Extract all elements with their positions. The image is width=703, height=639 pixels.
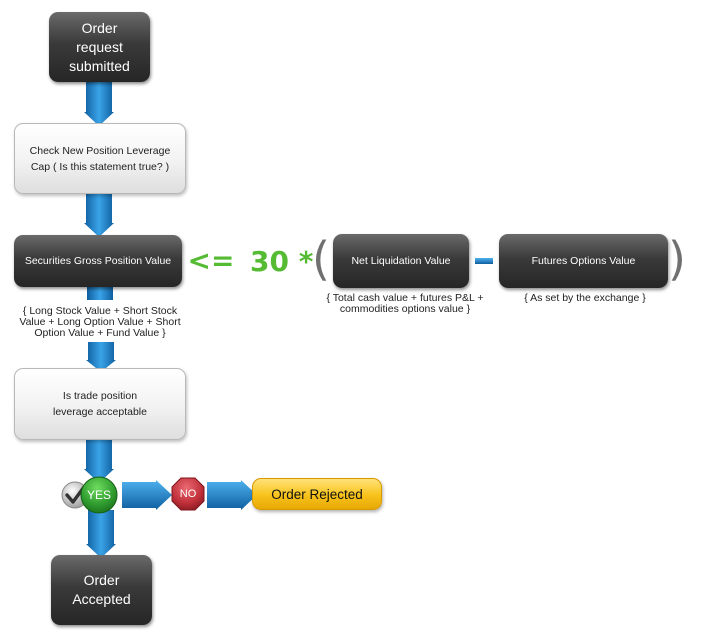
check-leverage-node: Check New Position Leverage Cap ( Is thi… — [14, 123, 186, 194]
minus-operator — [475, 258, 493, 264]
no-label: NO — [179, 488, 197, 500]
order-rejected-label: Order Rejected — [271, 486, 363, 502]
arrow-check-to-securities — [84, 191, 114, 237]
less-equal-operator: <= — [187, 244, 235, 277]
net-liquidation-label: Net Liquidation Value — [351, 255, 451, 267]
arrow-trade-to-yes — [84, 437, 114, 483]
trade-acceptable-label: Is trade position leverage acceptable — [53, 390, 147, 418]
open-paren: ( — [312, 232, 330, 286]
arrow-no-to-rejected — [207, 480, 257, 510]
connector-securities-stub — [87, 284, 113, 300]
futures-options-note: { As set by the exchange } — [524, 292, 646, 304]
yes-badge — [80, 476, 118, 514]
yes-label: YES — [86, 488, 111, 502]
securities-gross-node: Securities Gross Position Value — [14, 235, 182, 287]
order-accepted-label: Order Accepted — [72, 572, 131, 607]
trade-acceptable-node: Is trade position leverage acceptable — [14, 368, 186, 440]
order-rejected-node: Order Rejected — [252, 478, 382, 510]
order-request-label: Order request submitted — [69, 19, 130, 74]
multiplier-text: 30 * — [250, 245, 314, 278]
close-paren: ) — [668, 232, 686, 286]
order-request-node: Order request submitted — [49, 12, 150, 82]
order-accepted-node: Order Accepted — [51, 555, 152, 625]
arrow-submit-to-check — [84, 80, 114, 126]
check-leverage-label: Check New Position Leverage Cap ( Is thi… — [29, 144, 171, 173]
securities-gross-label: Securities Gross Position Value — [24, 255, 172, 267]
futures-options-label: Futures Options Value — [531, 255, 636, 267]
arrow-yes-to-no — [122, 480, 172, 510]
futures-options-node: Futures Options Value — [499, 234, 668, 288]
checkmark-icon — [61, 481, 89, 509]
net-liquidation-note: { Total cash value + futures P&L + commo… — [326, 292, 484, 315]
net-liquidation-node: Net Liquidation Value — [333, 234, 469, 288]
arrow-securities-to-trade — [86, 342, 116, 372]
arrow-yes-to-accepted — [86, 510, 116, 558]
no-badge — [171, 477, 205, 511]
securities-gross-note: { Long Stock Value + Short Stock Value +… — [19, 305, 181, 339]
